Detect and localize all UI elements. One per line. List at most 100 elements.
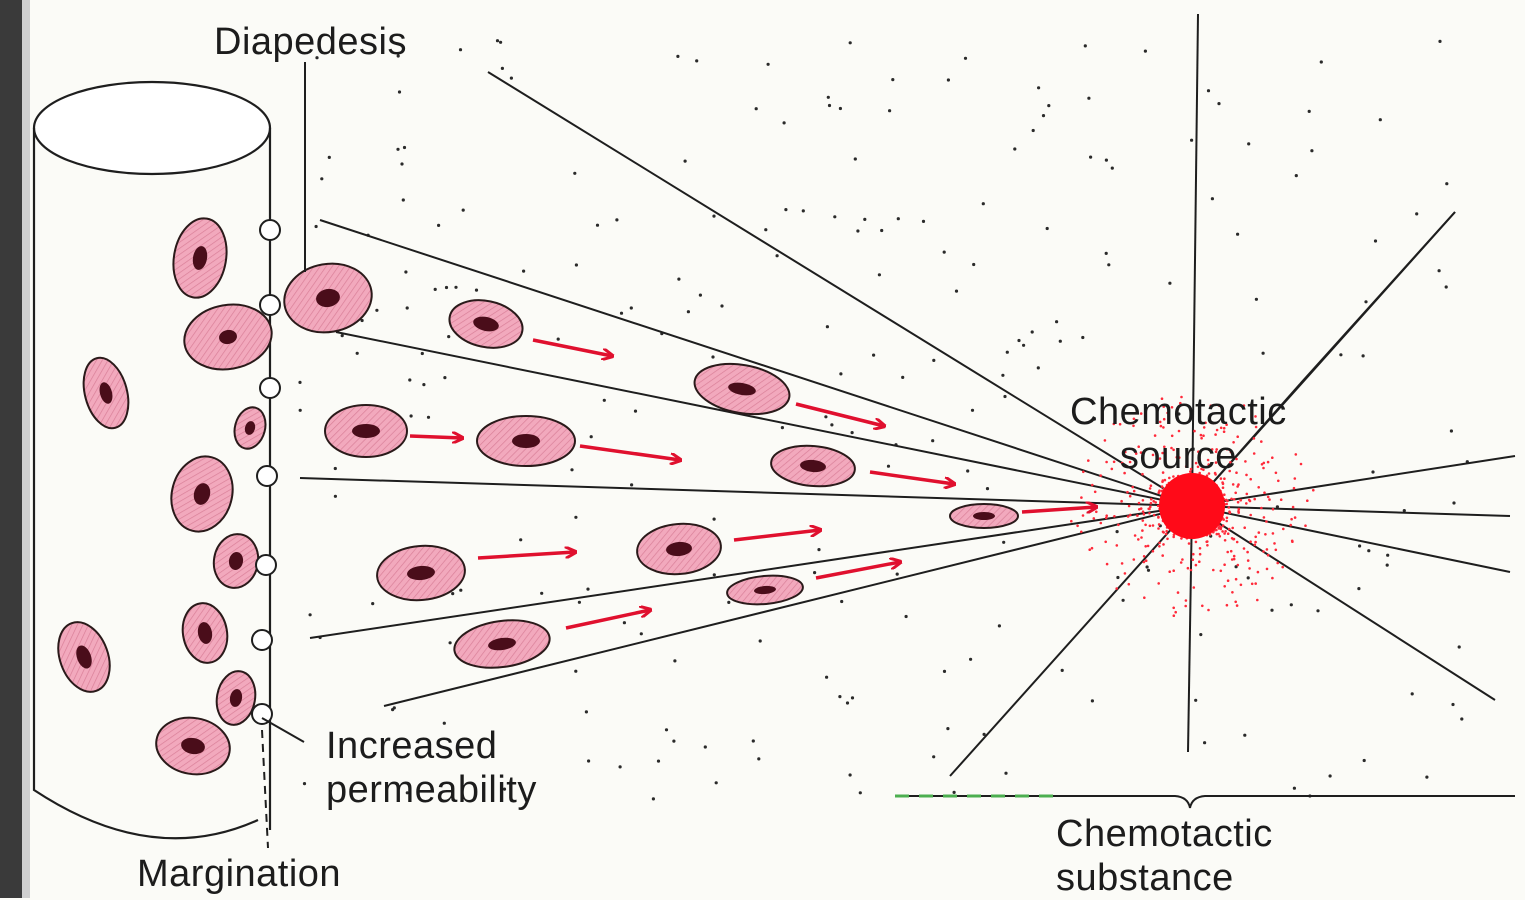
speckle-dot (1253, 498, 1256, 501)
speckle-dot (1267, 496, 1270, 499)
dot (964, 57, 967, 60)
speckle-dot (1201, 605, 1204, 608)
dot (1386, 554, 1389, 557)
dot (998, 624, 1001, 627)
speckle-dot (1233, 558, 1236, 561)
dot (1363, 759, 1366, 762)
dot (1211, 197, 1214, 200)
speckle-dot (1133, 558, 1136, 561)
speckle-dot (1293, 487, 1296, 490)
dot (1290, 603, 1293, 606)
speckle-dot (1294, 516, 1297, 519)
speckle-dot (1234, 601, 1237, 604)
speckle-dot (1173, 614, 1176, 617)
speckle-dot (1230, 550, 1233, 553)
leukocyte-migrating (769, 442, 856, 489)
speckle-dot (1143, 555, 1146, 558)
speckle-dot (1254, 582, 1257, 585)
dot (630, 306, 633, 309)
dot (757, 757, 760, 760)
speckle-dot (1195, 541, 1198, 544)
dot (1411, 692, 1414, 695)
dot (623, 621, 626, 624)
dot (1374, 239, 1377, 242)
speckle-dot (1143, 561, 1146, 564)
speckle-dot (1254, 536, 1257, 539)
dot (955, 290, 958, 293)
speckle-dot (1150, 498, 1153, 501)
speckle-dot (1150, 502, 1153, 505)
speckle-dot (1220, 570, 1223, 573)
speckle-dot (1113, 515, 1116, 518)
speckle-dot (1198, 560, 1201, 563)
dot (888, 109, 891, 112)
dot (969, 658, 972, 661)
dot (501, 67, 504, 70)
dot (802, 209, 805, 212)
dot (872, 354, 875, 357)
speckle-dot (1105, 514, 1108, 517)
dot (849, 41, 852, 44)
dot (711, 355, 714, 358)
speckle-dot (1271, 577, 1274, 580)
dot (1236, 233, 1239, 236)
dot (1031, 330, 1034, 333)
speckle-dot (1212, 569, 1215, 572)
speckle-dot (1292, 506, 1295, 509)
dot (947, 78, 950, 81)
leukocyte-in-vessel (230, 404, 270, 452)
nucleus (352, 424, 380, 438)
speckle-dot (1257, 571, 1260, 574)
speckle-dot (1237, 501, 1240, 504)
speckle-dot (1206, 544, 1209, 547)
speckle-dot (1294, 477, 1297, 480)
label-increased-line: Increased (326, 724, 537, 768)
dot (459, 48, 462, 51)
vessel-pore (260, 220, 280, 240)
leukocyte-migrating (477, 416, 575, 466)
dot (764, 228, 767, 231)
dot (299, 409, 302, 412)
speckle-dot (1230, 498, 1233, 501)
dot (620, 312, 623, 315)
speckle-dot (1226, 551, 1229, 554)
dot (615, 218, 618, 221)
dot (676, 55, 679, 58)
dot (695, 59, 698, 62)
dot (1084, 44, 1087, 47)
dot (931, 439, 934, 442)
dot (406, 306, 409, 309)
leukocyte-migrating (451, 615, 552, 674)
speckle-dot (1161, 485, 1164, 488)
speckle-dot (1251, 583, 1254, 586)
vessel-pore (260, 378, 280, 398)
dot (356, 352, 359, 355)
speckle-dot (1148, 512, 1151, 515)
speckle-dot (1149, 487, 1152, 490)
speckle-dot (1157, 527, 1160, 530)
dot (824, 415, 827, 418)
dot (813, 571, 816, 574)
dot (459, 589, 462, 592)
speckle-dot (1091, 484, 1094, 487)
dot (1042, 114, 1045, 117)
dot (590, 435, 593, 438)
dot (971, 409, 974, 412)
speckle-dot (1231, 591, 1234, 594)
speckle-dot (1199, 547, 1202, 550)
dot (403, 146, 406, 149)
dot (1144, 50, 1147, 53)
speckle-dot (1249, 478, 1252, 481)
label-chemotactic-source: Chemotactic source (1070, 390, 1287, 478)
speckle-dot (1236, 604, 1239, 607)
speckle-dot (1174, 611, 1177, 614)
speckle-dot (1266, 548, 1269, 551)
leukocytes (49, 214, 1018, 780)
dot (540, 592, 543, 595)
dot (1415, 212, 1418, 215)
dot (427, 416, 430, 419)
ray-line (1192, 506, 1510, 572)
dot (1059, 340, 1062, 343)
speckle-dot (1070, 520, 1073, 523)
